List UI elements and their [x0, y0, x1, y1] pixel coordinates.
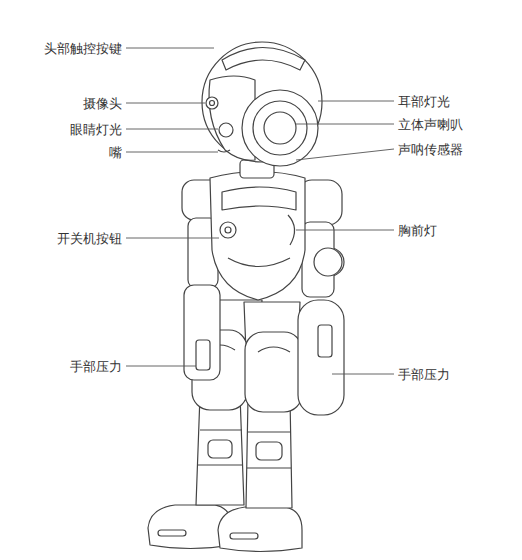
foot-slot — [230, 533, 258, 539]
part-label: 立体声喇叭 — [398, 117, 463, 132]
camera-lens — [210, 101, 215, 106]
chest-plate — [222, 187, 296, 210]
knee — [256, 442, 282, 460]
part-label: 手部压力 — [398, 367, 450, 382]
leader-lines — [126, 48, 394, 374]
speaker — [264, 112, 296, 144]
camera — [206, 97, 218, 109]
left-hand-sensor — [196, 340, 210, 370]
ear-ring — [253, 101, 307, 155]
right-hand-sensor — [318, 325, 332, 357]
belt-line — [228, 258, 290, 267]
right-elbow — [314, 248, 342, 276]
leader-line — [296, 124, 394, 125]
eye-light — [219, 123, 233, 137]
part-label: 胸前灯 — [398, 223, 437, 238]
part-label: 开关机按钮 — [57, 231, 122, 246]
leg-joints — [198, 430, 291, 468]
right-leg — [246, 398, 292, 508]
leader-line — [126, 48, 214, 49]
leader-line — [296, 149, 394, 160]
leader-line — [126, 103, 205, 104]
power-button — [220, 222, 236, 238]
leader-line — [126, 152, 218, 153]
leader-line — [126, 129, 218, 130]
leader-line — [332, 374, 394, 375]
part-label: 耳部灯光 — [398, 94, 450, 109]
part-label: 嘴 — [109, 145, 122, 160]
head-touch-key — [222, 48, 305, 71]
part-label: 摄像头 — [83, 96, 122, 111]
right-forearm — [298, 300, 344, 415]
leader-line — [296, 230, 394, 231]
part-label: 眼睛灯光 — [70, 122, 122, 137]
foot-slot — [158, 530, 186, 536]
part-label: 手部压力 — [70, 359, 122, 374]
power-button-center — [225, 227, 231, 233]
left-leg — [196, 395, 244, 505]
leader-line — [318, 101, 394, 102]
right-hip-block — [245, 332, 302, 412]
torso — [210, 172, 305, 301]
mouth — [218, 150, 230, 152]
chest-light — [288, 215, 295, 245]
leader-line — [126, 238, 219, 239]
right-foot — [218, 507, 302, 552]
ear-outer — [242, 90, 318, 166]
part-label: 头部触控按键 — [44, 41, 122, 56]
knee — [208, 440, 232, 458]
leader-line — [126, 366, 196, 367]
part-label: 声呐传感器 — [398, 142, 463, 157]
